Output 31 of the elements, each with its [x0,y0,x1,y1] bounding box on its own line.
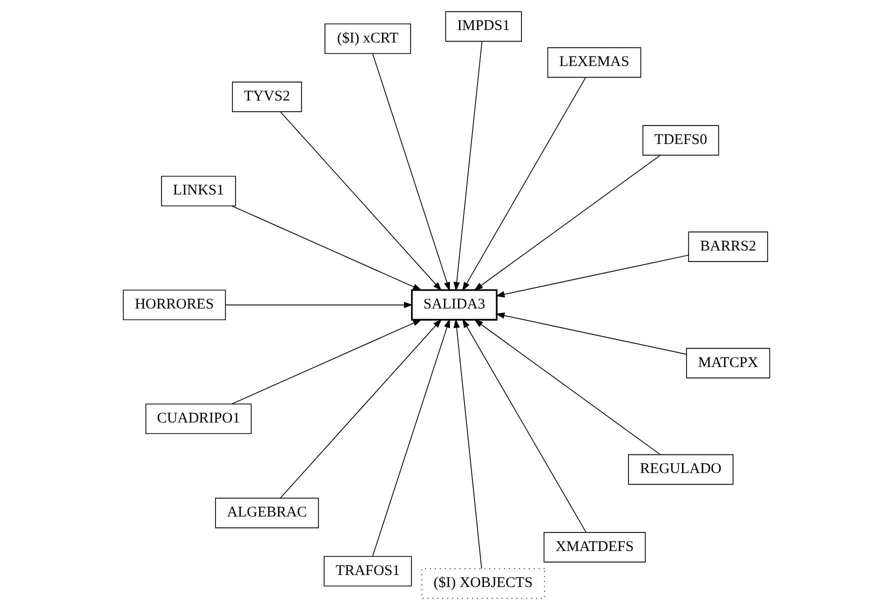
arrow [454,318,482,569]
node-box: CUADRIPO1 [145,404,252,434]
arrow [280,318,442,498]
node-box: LINKS1 [161,176,236,206]
node-box: HORRORES [122,290,226,320]
node-box: ALGEBRAC [215,498,319,528]
node-box: IMPDS1 [445,11,522,42]
arrow [280,111,442,292]
node-box: MATCPX [686,348,770,378]
node-box: TYVS2 [232,82,302,112]
arrow [454,41,482,292]
node-box: REGULADO [628,454,734,485]
node-box: ($I) xCRT [324,23,411,54]
node-box: LEXEMAS [547,47,642,78]
node-box: BARRS2 [688,232,768,262]
arrow [232,319,422,404]
arrow [474,319,661,455]
arrow [496,312,687,355]
node-box: XMATDEFS [544,532,646,562]
arrow [462,77,586,292]
node-box: ($I) XOBJECTS [421,568,545,599]
arrow [372,53,450,292]
node-box: SALIDA3 [411,289,498,321]
arrow [225,302,413,308]
arrow [462,318,586,532]
arrow [474,154,661,291]
arrow [372,318,450,557]
node-box: TDEFS0 [642,125,720,156]
arrow [496,254,690,298]
arrow [232,206,422,291]
node-box: TRAFOS1 [324,556,412,586]
